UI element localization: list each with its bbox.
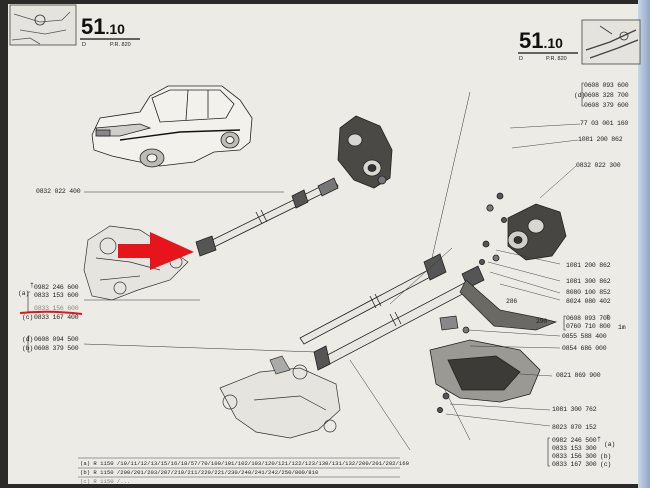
dagger-left: † — [30, 282, 34, 289]
page-number-right-sub: .10 — [543, 35, 563, 51]
marker-d-left: (d) — [22, 336, 34, 343]
part-number-right-3: 77 03 001 160 — [580, 120, 629, 127]
marker-a-right: (a) — [604, 441, 616, 448]
legend-row-b: (b) R 1150 /200/201/203/207/210/211/220/… — [80, 469, 319, 476]
part-number-right-14: 0821 869 900 — [556, 372, 601, 379]
part-number-right-19: 0833 156 300 — [552, 453, 597, 460]
blue-binder-edge — [638, 0, 650, 488]
legend-row-a: (a) R 1150 /10/11/12/13/15/16/18/57/70/1… — [80, 460, 409, 467]
page-code-right: P.R. 820 — [546, 56, 567, 62]
part-number-left-g1b: 0833 153 600 — [34, 292, 79, 299]
part-number-right-13: 0854 686 000 — [562, 345, 607, 352]
part-number-right-5: 0832 022 300 — [576, 162, 621, 169]
part-number-left-g2a: 0608 094 500 — [34, 336, 79, 343]
dagger-right-1: † — [606, 314, 610, 321]
flexible-coupling-icon — [478, 192, 567, 265]
lower-wishbone-left-icon — [83, 225, 189, 301]
thumbnail-right-icon — [581, 19, 641, 65]
part-number-right-20: 0833 167 300 — [552, 461, 597, 468]
steering-shaft-lower-icon — [299, 253, 485, 371]
dagger-right-2: † — [597, 436, 601, 443]
part-number-right-1: 0608 328 700 — [584, 92, 629, 99]
coupling-plate-icon — [337, 115, 393, 189]
part-number-left-g2b: 0608 379 500 — [34, 345, 79, 352]
page-code-left: P.R. 820 — [110, 42, 131, 48]
lower-wishbone-bottom-icon — [219, 355, 341, 439]
marker-c-right: (c) — [600, 461, 612, 468]
steering-boot-icon — [429, 339, 541, 413]
page-letter-left: D — [82, 42, 86, 48]
part-number-right-9: 8024 080 402 — [566, 298, 611, 305]
part-number-right-12: 0855 588 400 — [562, 333, 607, 340]
part-number-right-0: 0608 093 600 — [584, 82, 629, 89]
part-number-right-10: 0608 093 700 — [566, 315, 611, 322]
part-number-right-11: 0760 710 800 — [566, 323, 611, 330]
part-number-right-4: 1081 200 862 — [578, 136, 623, 143]
page-number-right-main: 51 — [519, 28, 544, 53]
marker-b-left: (b) — [22, 345, 34, 352]
legend-row-c: (c) R 1150 /... — [80, 478, 131, 485]
part-number-right-16: 8023 070 152 — [552, 424, 597, 431]
thumbnail-left-icon — [9, 4, 77, 46]
page-number-left-main: 51 — [81, 14, 106, 39]
marker-d-right: (d) — [574, 92, 586, 99]
marker-c-left: (c) — [22, 314, 34, 321]
marker-a-left: (a) — [18, 290, 30, 297]
part-number-shaft: 0832 022 400 — [36, 188, 81, 195]
red-arrow-icon — [118, 232, 194, 270]
page-number-right: 51.10 — [519, 28, 563, 54]
part-number-right-15: 1081 300 762 — [552, 406, 597, 413]
part-number-left-g1d: 0833 167 400 — [34, 314, 79, 321]
x-1m-marker: 1m — [618, 324, 626, 331]
page-number-left: 51.10 — [81, 14, 125, 40]
red-underline-icon — [19, 310, 83, 315]
part-number-right-6: 1081 200 862 — [566, 262, 611, 269]
callout-290: 290 — [536, 318, 548, 325]
steering-shaft-upper-icon — [195, 177, 339, 257]
marker-b-right: (b) — [600, 453, 612, 460]
page-letter-right: D — [519, 56, 523, 62]
part-number-right-17: 0982 246 500 — [552, 437, 597, 444]
part-number-right-18: 0833 153 300 — [552, 445, 597, 452]
car-illustration-icon — [91, 85, 253, 168]
part-number-left-g1a: 0982 246 600 — [34, 284, 79, 291]
bracket-strap-icon — [439, 279, 558, 334]
part-number-right-7: 1081 300 862 — [566, 278, 611, 285]
part-number-left-g1c: 0833 156 600 — [34, 305, 79, 312]
part-number-right-8: 8080 100 852 — [566, 289, 611, 296]
callout-286: 286 — [506, 298, 518, 305]
part-number-right-2: 0608 379 600 — [584, 102, 629, 109]
page-number-left-sub: .10 — [105, 21, 125, 37]
